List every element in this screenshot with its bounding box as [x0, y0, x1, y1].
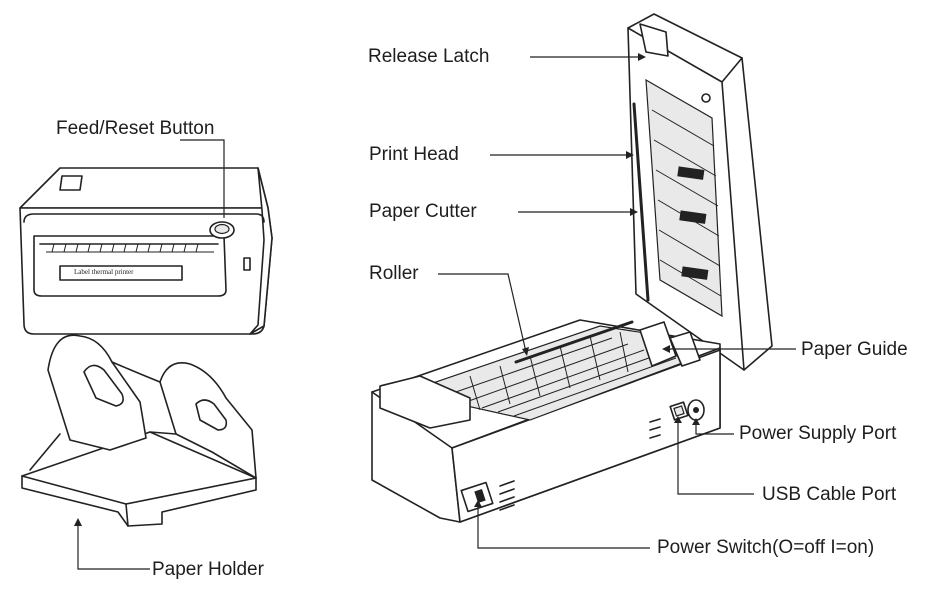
callout-usb-cable-port: USB Cable Port [762, 484, 897, 505]
callout-roller: Roller [369, 263, 419, 284]
callout-feed-reset-button: Feed/Reset Button [56, 118, 215, 139]
callout-power-supply-port: Power Supply Port [739, 423, 897, 444]
vent-slots-right [649, 418, 661, 439]
paper-holder-illustration [21, 334, 257, 527]
paper-bay-ribs [449, 331, 677, 417]
callout-print-head: Print Head [369, 144, 459, 165]
callout-release-latch: Release Latch [368, 46, 490, 67]
closed-printer-illustration [19, 167, 273, 335]
front-label-text: Label thermal printer [74, 268, 134, 276]
callout-paper-cutter: Paper Cutter [369, 201, 477, 222]
callout-power-switch: Power Switch(O=off I=on) [657, 537, 875, 558]
front-label-grooves [51, 243, 199, 253]
callout-paper-holder: Paper Holder [152, 559, 264, 580]
vent-slots-left [499, 480, 515, 511]
leader-lines [74, 53, 796, 570]
callout-paper-guide: Paper Guide [801, 339, 908, 360]
open-printer-illustration [371, 13, 773, 523]
